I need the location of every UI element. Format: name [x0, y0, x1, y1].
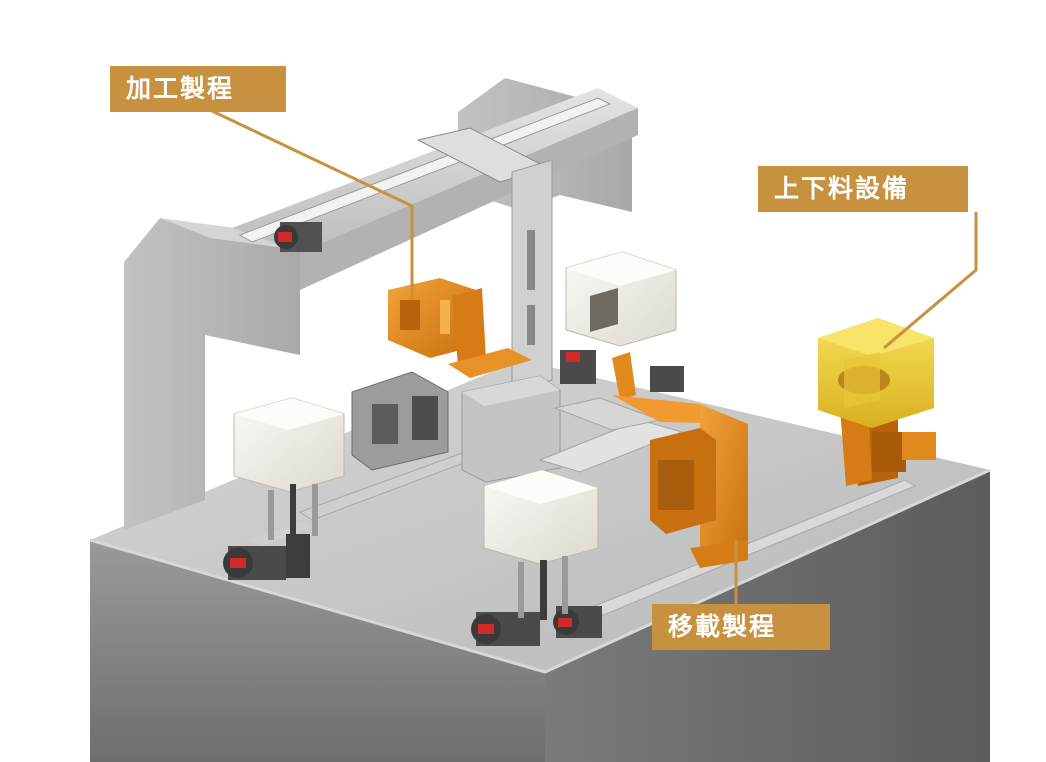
- processing-head-orange: [388, 278, 532, 378]
- front-left-motor: [223, 534, 310, 580]
- front-center-motor: [471, 612, 540, 646]
- gantry-frame: [124, 78, 638, 530]
- transfer-arm-orange: [612, 352, 748, 568]
- front-rail-motor: [553, 606, 602, 638]
- label-transfer: 移載製程: [652, 604, 830, 650]
- tray-back: [565, 251, 677, 347]
- leader-line-processing: [209, 108, 414, 300]
- leader-lines: [209, 108, 978, 604]
- leader-line-loading: [883, 212, 978, 350]
- label-processing: 加工製程: [110, 66, 286, 112]
- z-axis-motor: [560, 350, 596, 384]
- base-front-face: [90, 540, 545, 762]
- tray-front: [483, 469, 599, 620]
- white-trays: [233, 251, 677, 620]
- left-column: [124, 218, 300, 530]
- beam-motor: [274, 222, 322, 252]
- label-loading-unloading: 上下料設備: [758, 166, 968, 212]
- transfer-platform: [538, 397, 684, 473]
- processing-station: [351, 371, 561, 483]
- right-small-motor: [650, 366, 684, 392]
- tray-left: [233, 397, 345, 540]
- loading-unit-yellow: [818, 318, 936, 486]
